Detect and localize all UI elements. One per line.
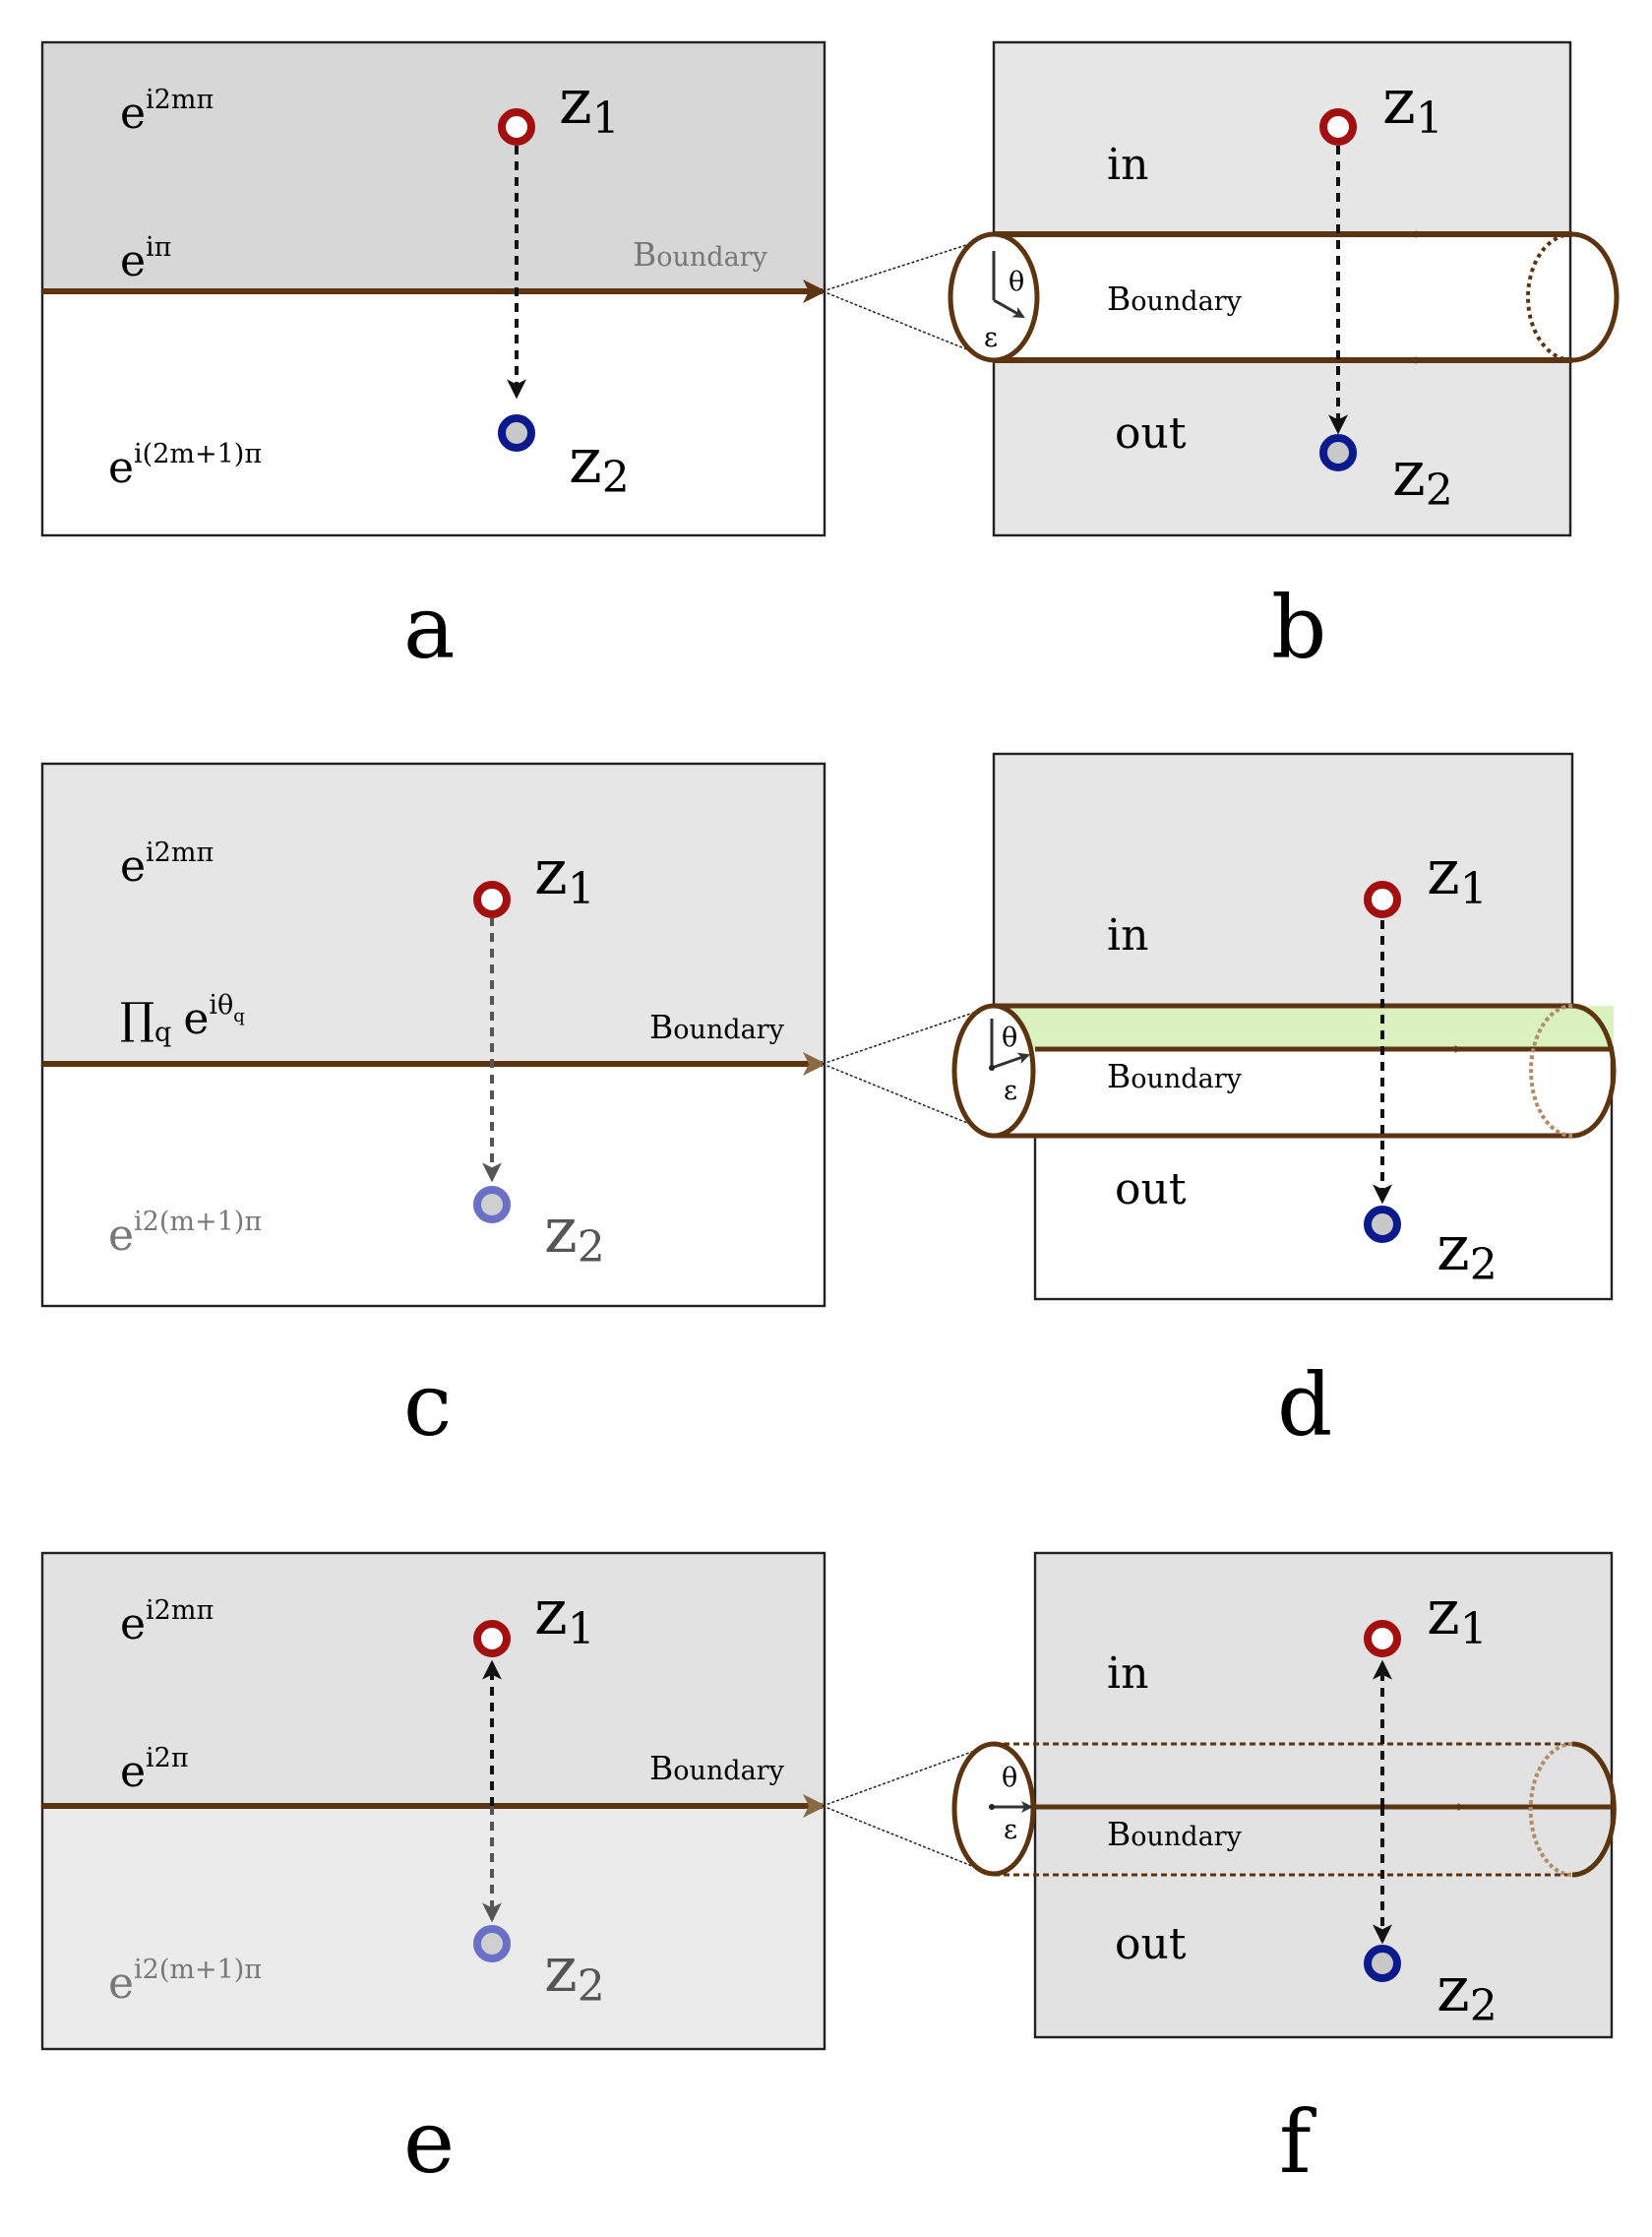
panel-d-z1-point bbox=[1364, 881, 1401, 918]
panel-f-epsilon: ε bbox=[1004, 1815, 1017, 1845]
panel-e-letter: e bbox=[403, 2091, 455, 2193]
panel-d-theta: θ bbox=[1002, 1023, 1017, 1053]
panel-f-tube-right-end-far bbox=[1528, 1742, 1573, 1877]
panel-d-in-label: in bbox=[1107, 910, 1148, 961]
panel-f-tube-right-end-near bbox=[1571, 1741, 1617, 1878]
panel-b-theta: θ bbox=[1009, 267, 1024, 297]
panel-c-boundary-label: Boundary bbox=[649, 1008, 785, 1046]
panel-a-boundary-label: Boundary bbox=[633, 235, 768, 274]
panel-f-region bbox=[1035, 1553, 1612, 2037]
panel-a-z2-point bbox=[498, 414, 535, 452]
panel-b-z2-point bbox=[1319, 434, 1357, 471]
panel-d-z1-label: z1 bbox=[1427, 837, 1488, 914]
panel-e-boundary-label: Boundary bbox=[649, 1749, 785, 1787]
panel-e-phase-mid: ei2π bbox=[120, 1743, 189, 1797]
panel-e-z1-point bbox=[473, 1620, 511, 1657]
panel-c-letter: c bbox=[403, 1354, 452, 1456]
panel-c-z2-point bbox=[473, 1186, 511, 1223]
panel-b-tube-right-end-near bbox=[1571, 231, 1620, 363]
panel-f-z1-point bbox=[1364, 1620, 1401, 1657]
panel-c-frame bbox=[40, 762, 826, 1308]
panel-f-z2-label: z2 bbox=[1437, 1954, 1498, 2031]
panel-f-theta: θ bbox=[1002, 1763, 1017, 1793]
panel-a-upper-region bbox=[42, 42, 825, 291]
panel-f-z1-label: z1 bbox=[1427, 1577, 1488, 1654]
panel-b: θ ε Boundary in out z1 z2 b bbox=[948, 40, 1620, 678]
panel-d-tube-white bbox=[994, 1049, 1574, 1136]
panel-d-green-band bbox=[994, 1006, 1614, 1049]
panel-b-z1-label: z1 bbox=[1382, 66, 1443, 144]
panel-d-tube-right-end-near bbox=[1571, 1003, 1617, 1139]
panel-c-z1-point bbox=[473, 881, 511, 918]
panel-b-boundary-label: Boundary bbox=[1107, 280, 1243, 318]
panel-d-center-dot bbox=[989, 1065, 995, 1071]
panel-e-z2-point bbox=[473, 1925, 511, 1962]
panel-a-z2-label: z2 bbox=[569, 425, 630, 503]
panel-b-tube-body bbox=[994, 232, 1570, 360]
panel-f-z2-point bbox=[1364, 1945, 1401, 1982]
panel-f-letter: f bbox=[1279, 2091, 1316, 2193]
panel-d: θ ε Boundary in out z1 z2 d bbox=[951, 752, 1617, 1456]
panel-b-z2-label: z2 bbox=[1392, 438, 1453, 516]
panel-b-letter: b bbox=[1271, 577, 1326, 678]
panel-f-center-dot bbox=[989, 1804, 995, 1810]
panel-f: θ ε Boundary in out z1 z2 f bbox=[951, 1551, 1617, 2193]
panel-f-boundary-label: Boundary bbox=[1107, 1815, 1243, 1853]
panel-d-tube-left-end bbox=[951, 1003, 1036, 1139]
panel-e-lower-region bbox=[42, 1806, 825, 2049]
panel-c-z1-label: z1 bbox=[534, 837, 595, 914]
panel-c-phase-top: ei2mπ bbox=[120, 838, 214, 892]
panel-e: Boundary ei2mπ ei2π ei2(m+1)π z1 z2 e bbox=[40, 1551, 995, 2193]
panel-d-tube-right-end-far bbox=[1529, 1004, 1573, 1138]
panel-a: Boundary ei2mπ eiπ ei(2m+1)π z1 z2 a bbox=[40, 40, 995, 678]
panel-c-lower-region bbox=[42, 1064, 825, 1306]
panel-c-upper-region bbox=[42, 764, 825, 1064]
panel-e-zoom-line-bottom bbox=[822, 1805, 995, 1876]
panel-f-in-label: in bbox=[1107, 1648, 1148, 1699]
panel-b-epsilon-radius bbox=[993, 298, 1025, 319]
panel-d-z2-label: z2 bbox=[1437, 1212, 1498, 1290]
panel-b-z1-point bbox=[1319, 108, 1357, 146]
panel-d-upper-region bbox=[994, 754, 1572, 1006]
panel-b-in-label: in bbox=[1107, 140, 1148, 190]
panel-a-letter: a bbox=[403, 577, 455, 678]
panel-e-phase-top: ei2mπ bbox=[120, 1595, 214, 1649]
panel-a-zoom-line-bottom bbox=[822, 290, 995, 361]
panel-b-out-label: out bbox=[1115, 408, 1187, 459]
panel-a-z1-point bbox=[498, 108, 535, 146]
panel-a-zoom-line-top bbox=[822, 235, 995, 292]
panel-c-z2-label: z2 bbox=[544, 1195, 605, 1273]
panel-c-phase-bottom: ei2(m+1)π bbox=[108, 1207, 262, 1261]
panel-a-lower-region bbox=[42, 291, 825, 535]
panel-e-z1-label: z1 bbox=[534, 1577, 595, 1654]
panel-c-zoom-line-top bbox=[822, 1005, 995, 1065]
panel-e-upper-region bbox=[42, 1553, 825, 1806]
panel-b-epsilon: ε bbox=[984, 323, 998, 353]
panel-d-letter: d bbox=[1277, 1354, 1332, 1456]
panel-e-zoom-line-top bbox=[822, 1743, 995, 1807]
panel-d-epsilon: ε bbox=[1004, 1076, 1017, 1106]
panel-a-phase-mid: eiπ bbox=[120, 232, 171, 286]
panel-f-out-label: out bbox=[1115, 1919, 1187, 1969]
panel-a-phase-bottom: ei(2m+1)π bbox=[108, 439, 262, 493]
panel-e-z2-label: z2 bbox=[544, 1934, 605, 2012]
panel-d-out-label: out bbox=[1115, 1164, 1187, 1214]
panel-d-epsilon-radius bbox=[991, 1052, 1030, 1070]
panel-c-zoom-line-bottom bbox=[822, 1063, 995, 1135]
panel-d-z2-point bbox=[1364, 1206, 1401, 1243]
panel-a-z1-label: z1 bbox=[559, 66, 620, 144]
panel-e-phase-bottom: ei2(m+1)π bbox=[108, 1955, 262, 2009]
panel-a-phase-top: ei2mπ bbox=[120, 85, 214, 139]
panel-d-boundary-label: Boundary bbox=[1107, 1057, 1243, 1095]
